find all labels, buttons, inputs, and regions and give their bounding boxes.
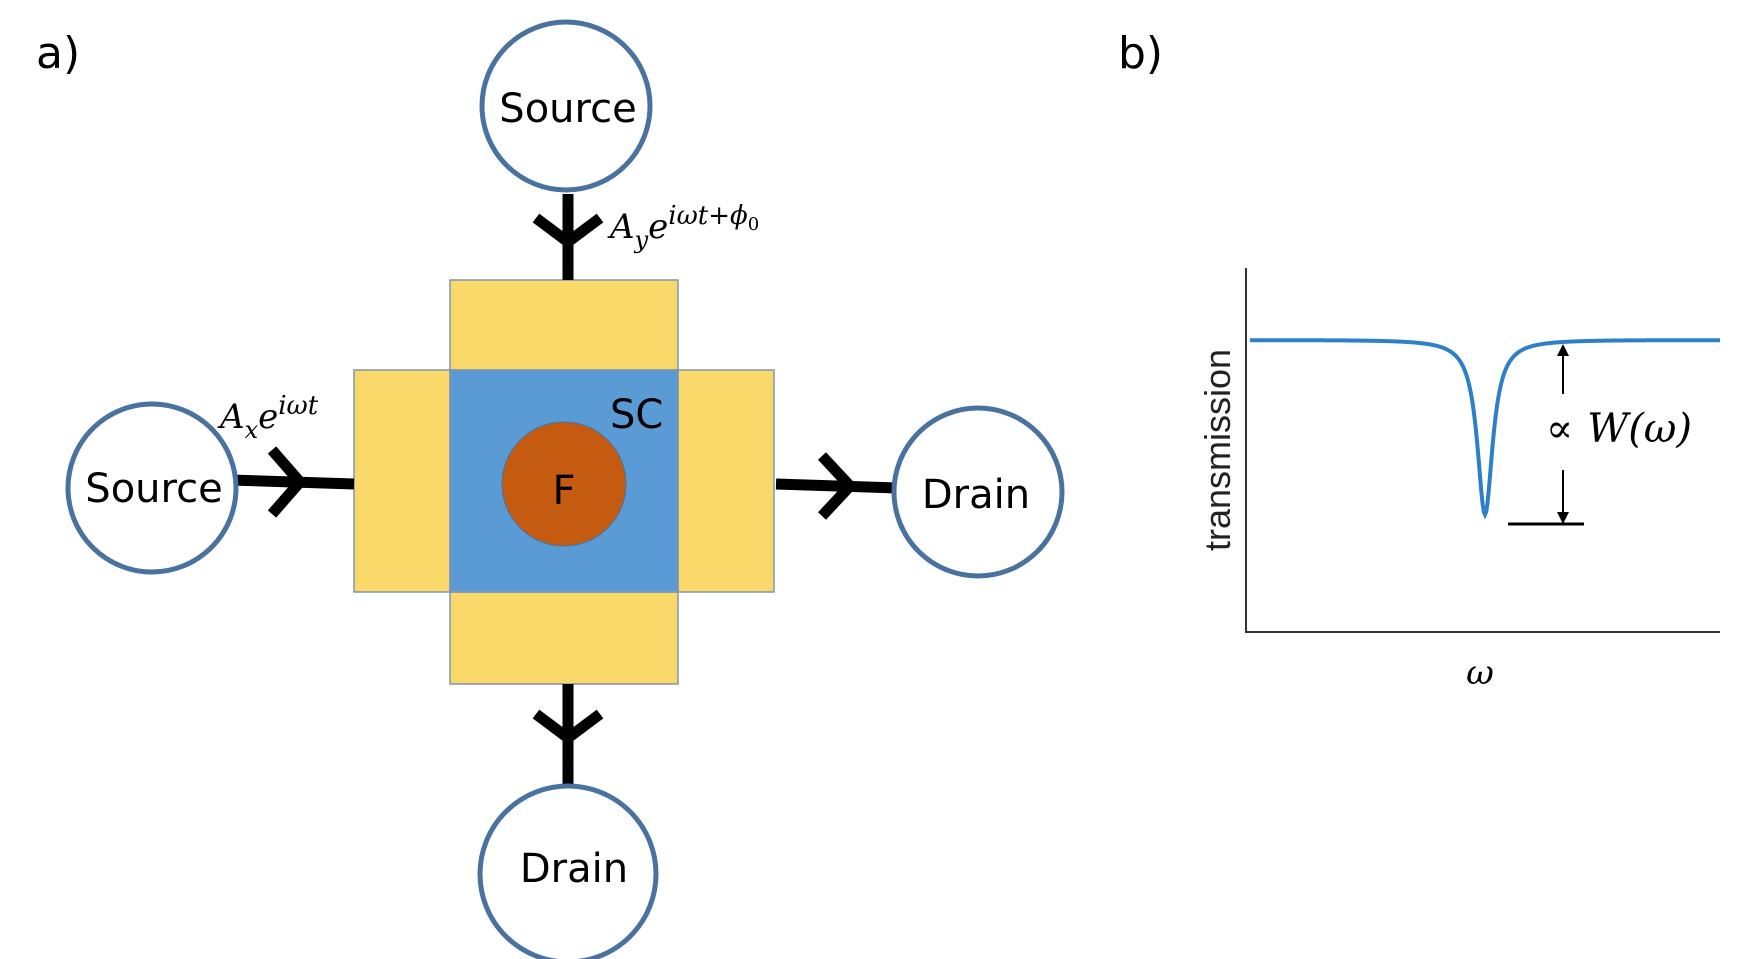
signal-x-e: e [258, 397, 278, 437]
signal-y-e: e [648, 207, 668, 247]
arrow-top [532, 213, 604, 249]
signal-x-base: A [217, 397, 245, 437]
node-source-top: Source [479, 19, 653, 193]
annotation-arg: (ω) [1628, 406, 1692, 452]
sc-label: SC [610, 392, 663, 438]
pad-left [353, 369, 451, 593]
wire-right [775, 478, 897, 494]
annotation-prop: ∝ [1546, 406, 1573, 452]
signal-x-label: Axeiωt [217, 391, 319, 444]
node-circle [479, 19, 653, 193]
panel-b-label: b) [1118, 28, 1163, 79]
wire-left [229, 474, 355, 490]
panel-b: b) transmission ω ∝ W(ω) [1118, 28, 1720, 693]
panel-a: a) SC F Source Source [36, 19, 1065, 959]
signal-y-label: Ayeiωt+ϕ0 [607, 201, 759, 254]
node-source-top-label: Source [499, 86, 636, 132]
signal-y-base: A [607, 207, 635, 247]
node-circle [477, 783, 659, 959]
annotation-label: ∝ W(ω) [1546, 406, 1692, 452]
signal-x-exp: iωt [278, 391, 319, 421]
signal-y-exp-sub: 0 [748, 214, 759, 235]
node-circle [65, 401, 239, 575]
node-drain-right-label: Drain [922, 472, 1030, 518]
node-circle [891, 405, 1065, 579]
annotation-arrowhead-down [1557, 512, 1569, 524]
signal-y-exp: iωt+ϕ [668, 201, 748, 231]
node-source-left: Source [65, 401, 239, 575]
node-drain-right: Drain [891, 405, 1065, 579]
signal-x-sub: x [245, 416, 259, 444]
arrow-left [267, 446, 308, 518]
f-label: F [552, 468, 575, 514]
ferromagnet [501, 421, 627, 547]
signal-y-sub: y [634, 226, 649, 254]
node-source-left-label: Source [85, 466, 222, 512]
pad-right [677, 369, 775, 593]
panel-a-label: a) [36, 28, 80, 79]
annotation-arrowhead-up [1557, 344, 1569, 356]
arrow-bottom [532, 709, 604, 745]
pad-top [449, 279, 679, 371]
node-drain-bottom: Drain [477, 783, 659, 959]
arrow-right [817, 452, 858, 520]
annotation-symbol: W [1587, 406, 1631, 452]
y-axis-label: transmission [1197, 349, 1238, 551]
node-drain-bottom-label: Drain [520, 846, 628, 892]
x-axis-label: ω [1466, 653, 1494, 693]
pad-bottom [449, 591, 679, 685]
transmission-curve [1250, 338, 1720, 520]
